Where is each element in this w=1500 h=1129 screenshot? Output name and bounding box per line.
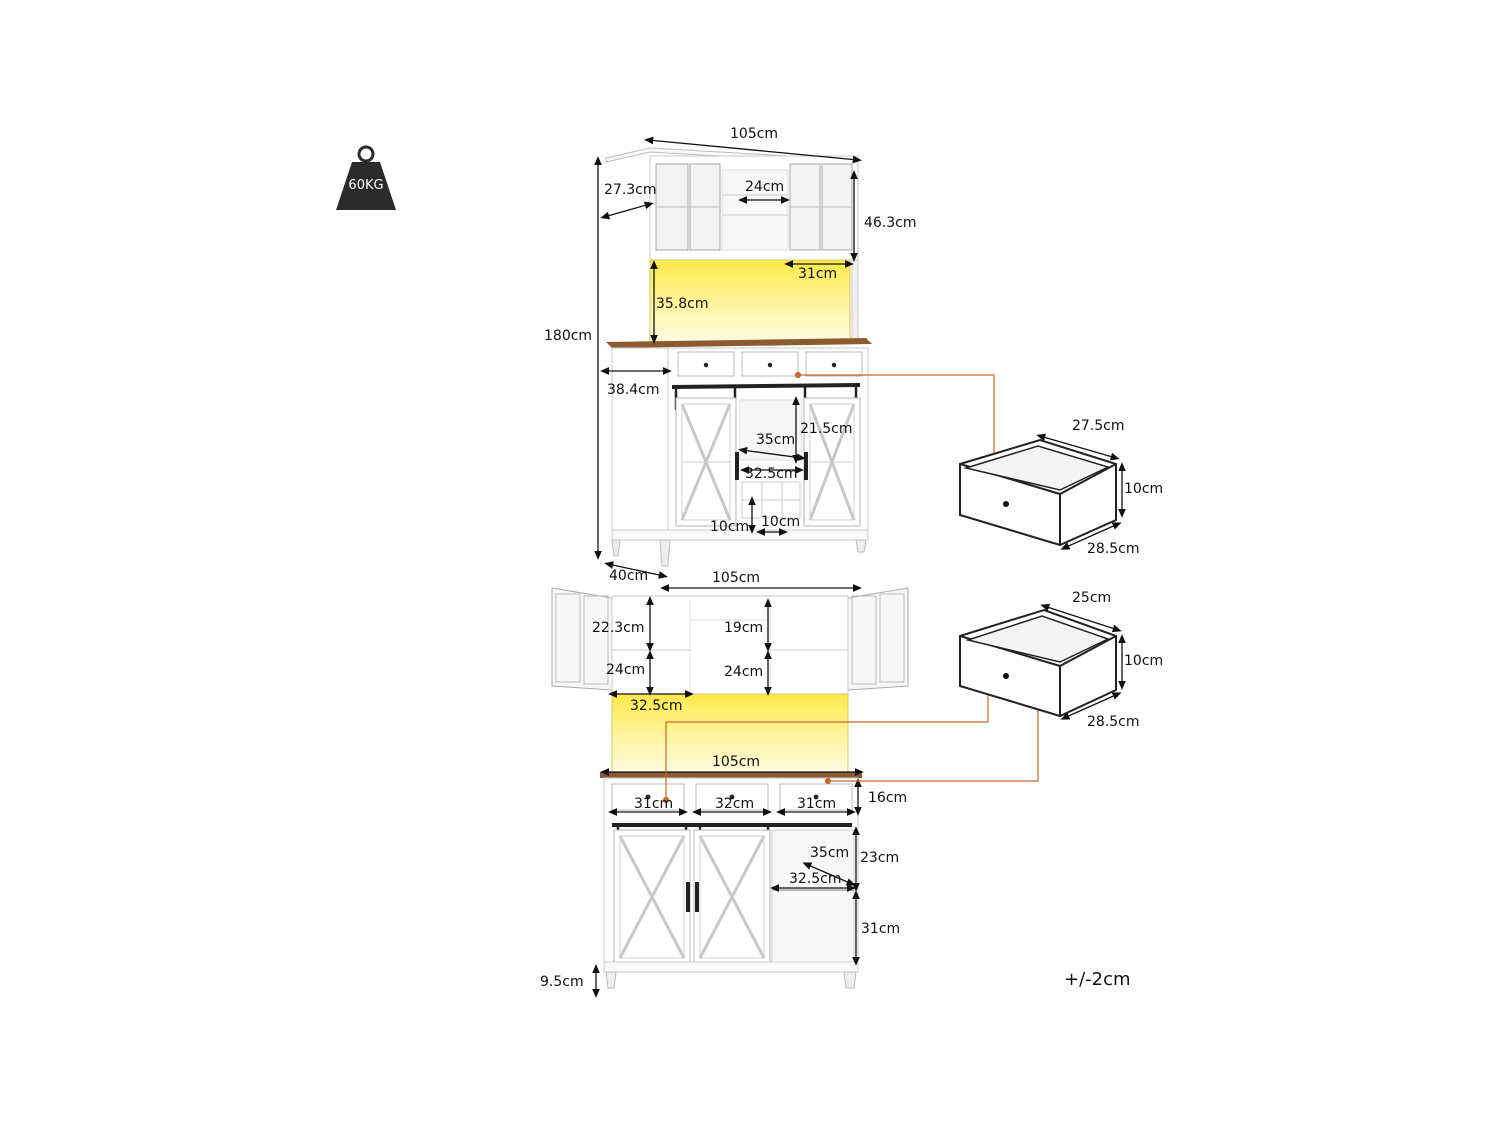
label-cubby-right: 10cm bbox=[761, 514, 801, 530]
label-drawer-1-height: 10cm bbox=[1124, 481, 1164, 497]
label-drawer-right: 31cm bbox=[797, 796, 837, 812]
label-drawer-2-height: 10cm bbox=[1124, 653, 1164, 669]
label-wine-opening-height: 21.5cm bbox=[800, 421, 853, 437]
label-right-lower-height: 31cm bbox=[861, 921, 901, 937]
label-inner-width: 32.5cm bbox=[630, 698, 683, 714]
label-bottom-width: 105cm bbox=[712, 570, 761, 586]
label-drawer-center: 32cm bbox=[715, 796, 755, 812]
label-base-depth: 38.4cm bbox=[607, 382, 660, 398]
label-top-width: 105cm bbox=[730, 126, 779, 142]
label-lit-height: 35.8cm bbox=[656, 296, 709, 312]
label-bottom-depth: 40cm bbox=[609, 568, 649, 584]
weight-label: 60KG bbox=[348, 178, 384, 193]
label-drawer-left: 31cm bbox=[634, 796, 674, 812]
label-countertop-width: 105cm bbox=[712, 754, 761, 770]
label-hutch-depth: 27.3cm bbox=[604, 182, 657, 198]
label-leg-height: 9.5cm bbox=[540, 974, 584, 990]
top-dimension-lines bbox=[594, 136, 862, 592]
weight-icon bbox=[336, 145, 396, 210]
label-drawer-2-depth: 28.5cm bbox=[1087, 714, 1140, 730]
drawer-callout-line-1 bbox=[794, 371, 995, 470]
label-tolerance: +/-2cm bbox=[1064, 969, 1131, 990]
label-drawer-1-width: 27.5cm bbox=[1072, 418, 1125, 434]
label-total-height: 180cm bbox=[544, 328, 593, 344]
drawer-callout-line-2 bbox=[662, 690, 1039, 804]
label-center-opening: 24cm bbox=[745, 179, 785, 195]
label-cubby-left: 10cm bbox=[710, 519, 750, 535]
drawer-2-diagram bbox=[959, 608, 1117, 718]
label-right-opening-width: 35cm bbox=[810, 845, 850, 861]
label-wine-inner-width: 32.5cm bbox=[745, 466, 798, 482]
drawer-1-diagram bbox=[959, 438, 1117, 547]
label-drawer-1-depth: 28.5cm bbox=[1087, 541, 1140, 557]
open-dimension-lines bbox=[592, 596, 864, 998]
label-shelf-center-upper: 19cm bbox=[724, 620, 764, 636]
label-right-opening-height: 23cm bbox=[860, 850, 900, 866]
label-shelf-left-upper: 22.3cm bbox=[592, 620, 645, 636]
label-shelf-center-lower: 24cm bbox=[724, 664, 764, 680]
label-shelf-left-lower: 24cm bbox=[606, 662, 646, 678]
label-wine-opening-width: 35cm bbox=[756, 432, 796, 448]
label-drawer-height: 16cm bbox=[868, 790, 908, 806]
cabinet-open-view bbox=[551, 587, 909, 989]
label-right-inner-width: 32.5cm bbox=[789, 871, 842, 887]
label-hutch-height: 46.3cm bbox=[864, 215, 917, 231]
label-side-cabinet-width: 31cm bbox=[798, 266, 838, 282]
cabinet-top-view bbox=[605, 147, 872, 567]
label-drawer-2-width: 25cm bbox=[1072, 590, 1112, 606]
